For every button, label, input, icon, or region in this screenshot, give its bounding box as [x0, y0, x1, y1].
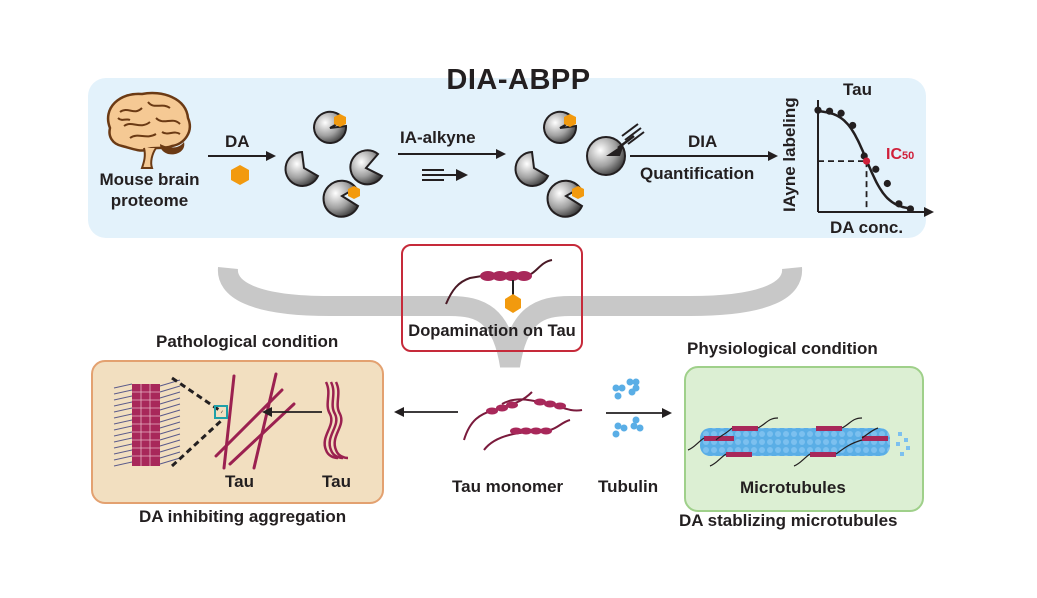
- step2-arrow: [398, 149, 506, 181]
- dopamination-box: [401, 244, 583, 352]
- fibril-tau-label: Tau: [225, 472, 254, 491]
- oligomer-tau-label: Tau: [322, 472, 351, 491]
- step3-label-line1: DIA: [688, 132, 718, 151]
- ic50-label: IC50: [886, 146, 914, 164]
- chart-xlabel: DA conc.: [830, 218, 904, 237]
- proteins-with-da-icon: [284, 110, 384, 218]
- step2-label: IA-alkyne: [400, 128, 476, 147]
- data-point: [872, 165, 880, 173]
- dopamine-hexagon-icon: [231, 165, 249, 185]
- tau-monomers-icon: [463, 391, 583, 451]
- step1-arrow: [208, 151, 276, 161]
- right-arrow: [606, 408, 672, 418]
- brain-icon: [107, 91, 191, 169]
- ic50-label-main: IC: [886, 146, 902, 163]
- step3-arrow: [630, 151, 778, 161]
- dopamination-label: Dopamination on Tau: [408, 322, 576, 340]
- microtubule-icon: [687, 417, 910, 467]
- data-point: [814, 106, 822, 114]
- data-point: [825, 107, 834, 115]
- physiological-footer: DA stablizing microtubules: [679, 511, 898, 530]
- tubulin-label: Tubulin: [598, 477, 659, 496]
- data-point: [906, 205, 915, 213]
- proteins-labeled-icon: [514, 110, 645, 218]
- data-point: [883, 179, 891, 188]
- physiological-header: Physiological condition: [687, 339, 878, 358]
- zoom-dashed-lines: [170, 376, 224, 468]
- chart-title: Tau: [843, 80, 872, 99]
- tau-fibril-stack-icon: [113, 379, 181, 467]
- tau-monomer-label: Tau monomer: [452, 477, 564, 496]
- dia-abpp-panel: [88, 78, 926, 238]
- chart-ylabel: IAyne labeling: [780, 97, 799, 212]
- step3-label-line2: Quantification: [640, 164, 755, 183]
- ic50-chart: [814, 100, 934, 217]
- source-label-line2: proteome: [110, 191, 189, 210]
- diagram-title: DIA-ABPP: [446, 64, 591, 96]
- ic50-point: [862, 157, 871, 165]
- source-label-line1: Mouse brain: [99, 170, 200, 189]
- pathological-header: Pathological condition: [156, 332, 339, 351]
- data-point: [837, 109, 845, 117]
- pathological-footer: DA inhibiting aggregation: [139, 507, 347, 526]
- data-point: [849, 121, 857, 130]
- tau-fibrils-icon: [214, 372, 296, 470]
- dopaminated-tau-icon: [445, 259, 553, 313]
- step1-label: DA: [225, 132, 250, 151]
- microtubules-label: Microtubules: [740, 478, 846, 497]
- data-point: [895, 200, 903, 208]
- curly-brace: [217, 267, 803, 368]
- tubulin-dimers-icon: [612, 378, 644, 438]
- tau-oligomer-icon: [323, 381, 349, 460]
- left-arrow: [394, 407, 458, 417]
- x-axis-arrowhead: [924, 207, 934, 217]
- aggregation-arrow: [262, 407, 322, 417]
- ic50-label-sub: 50: [902, 150, 915, 162]
